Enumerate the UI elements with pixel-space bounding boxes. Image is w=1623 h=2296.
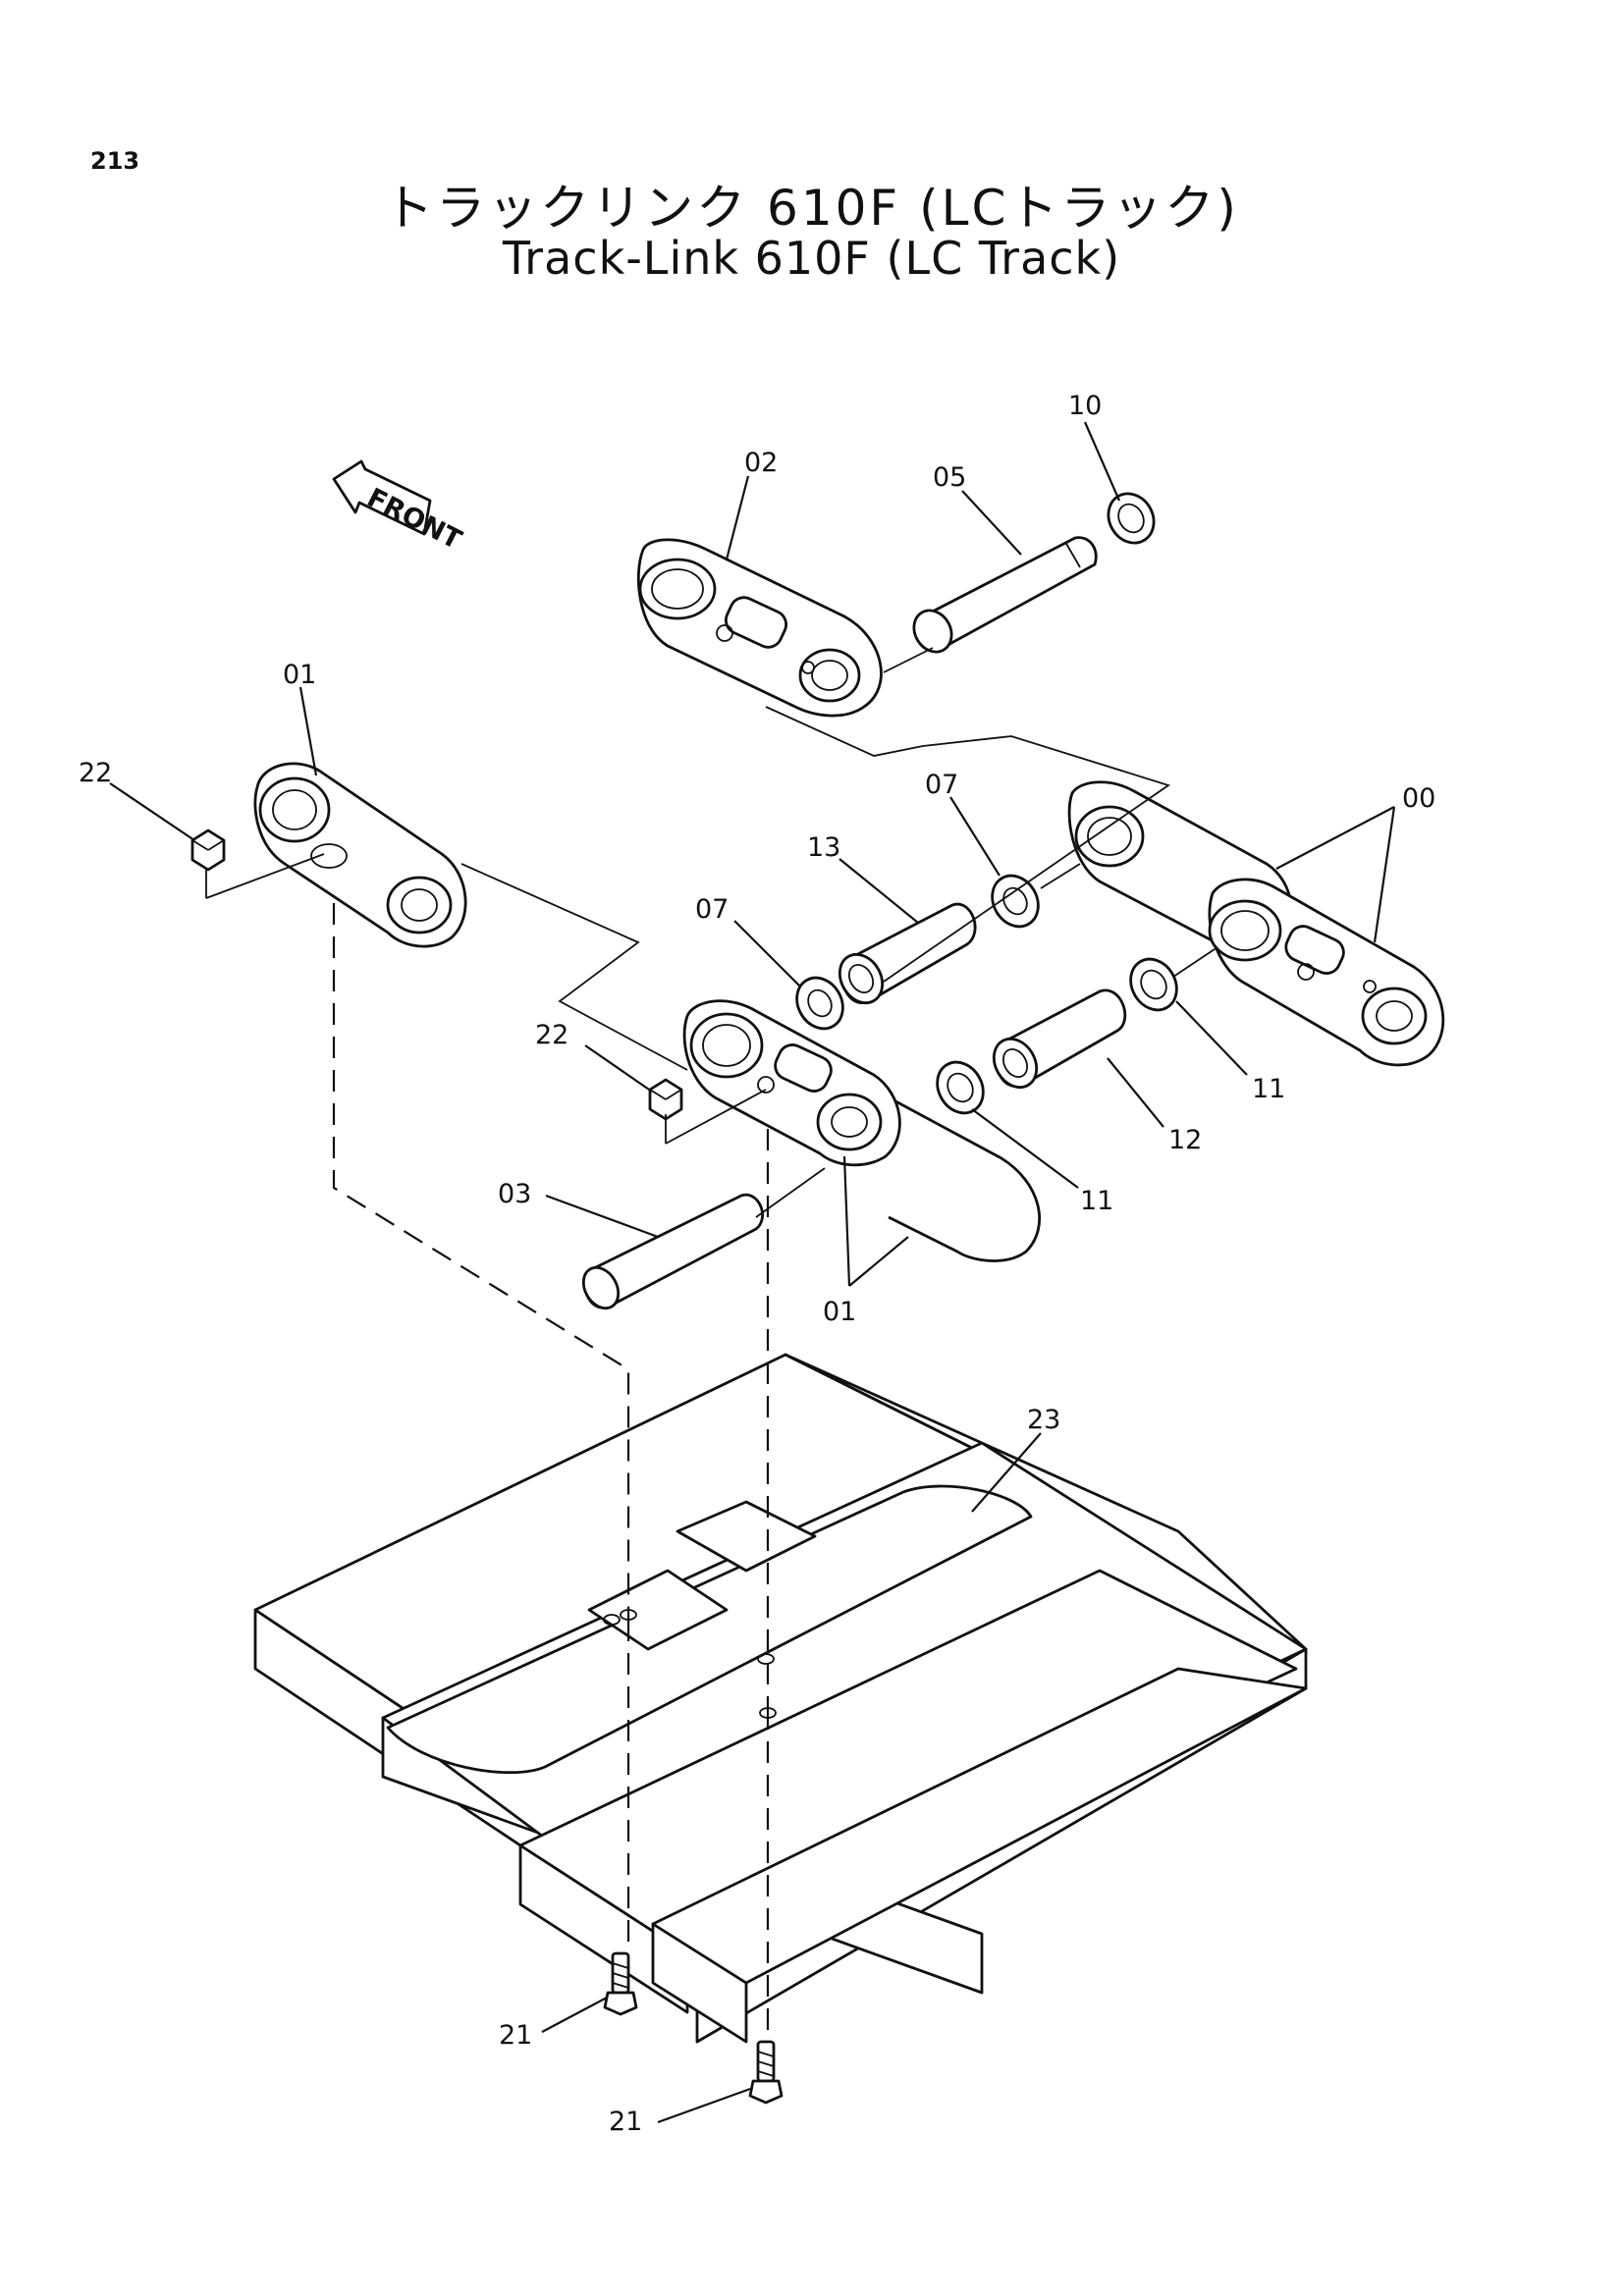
part-05-pin-upper (912, 536, 1098, 654)
callout-22-upper: 22 (79, 758, 112, 788)
callout-10: 10 (1068, 391, 1102, 421)
callout-03: 03 (498, 1179, 531, 1209)
callout-11-right: 11 (1252, 1074, 1285, 1104)
callout-01-upper: 01 (283, 660, 316, 690)
callout-13: 13 (807, 832, 840, 863)
callout-11-middle: 11 (1080, 1186, 1113, 1216)
page-number: 213 (90, 147, 140, 175)
part-02-link-upper (636, 538, 883, 718)
part-03-pin-lower (581, 1193, 764, 1310)
callout-05: 05 (933, 462, 966, 493)
title-english: Track-Link 610F (LC Track) (502, 232, 1121, 285)
callout-22-middle: 22 (535, 1020, 568, 1050)
part-10-snap-ring (1107, 492, 1156, 545)
part-01-link-middle (682, 999, 1041, 1262)
part-21-bolt-left (603, 1951, 638, 2016)
callout-21-right: 21 (609, 2107, 642, 2137)
part-01-link-upper-left (253, 762, 467, 948)
part-00-link-pair (1067, 780, 1445, 1067)
callout-07-left: 07 (695, 894, 729, 925)
callout-01-lower: 01 (823, 1297, 856, 1327)
callout-00: 00 (1402, 783, 1435, 814)
callout-12: 12 (1168, 1125, 1202, 1155)
front-arrow-icon: FRONT (332, 459, 466, 556)
callout-02: 02 (744, 448, 778, 478)
part-22-nut-middle (648, 1078, 683, 1121)
part-07-seal-left (795, 976, 844, 1031)
part-11-seal-mid (936, 1060, 985, 1115)
callout-23: 23 (1027, 1405, 1060, 1435)
part-11-seal-right (1129, 957, 1178, 1012)
part-12-bushing (992, 988, 1127, 1090)
leader-lines (109, 421, 1396, 2124)
part-21-bolt-right (748, 2040, 784, 2105)
part-13-bushing (838, 902, 977, 1005)
callout-07-right: 07 (925, 770, 958, 800)
part-22-nut-upper (190, 828, 226, 872)
title-japanese: トラックリンク 610F (LCトラック) (384, 180, 1239, 237)
callout-21-left: 21 (499, 2020, 532, 2051)
track-shoe-assembly (253, 1353, 1308, 2044)
part-07-seal-right (991, 874, 1040, 929)
